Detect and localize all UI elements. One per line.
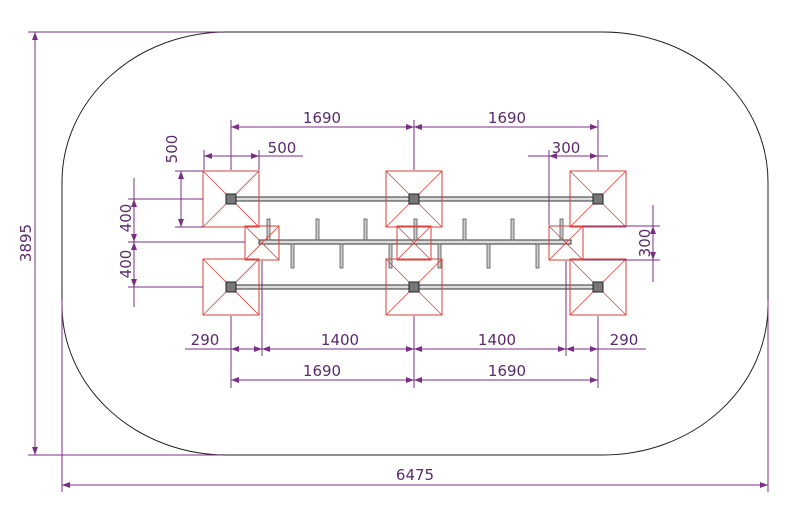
post-icon (225, 281, 237, 293)
dim-bottom-1400-right: 1400 (478, 331, 516, 349)
dim-row-400-upper: 400 (117, 204, 135, 233)
dim-row-400-lower: 400 (117, 250, 135, 279)
rungs (266, 218, 564, 269)
dimension-lines (28, 31, 769, 492)
dim-top-right-1690: 1690 (488, 109, 526, 127)
dim-bottom-1690-right: 1690 (488, 362, 526, 380)
footings (202, 170, 627, 316)
dim-overall-width: 6475 (396, 466, 434, 484)
dim-overall-height: 3895 (17, 224, 35, 262)
dim-bottom-290-right: 290 (610, 331, 639, 349)
post-icon (408, 281, 420, 293)
dim-small-footing-300: 300 (552, 139, 581, 157)
post-icon (592, 281, 604, 293)
dim-bottom-1400-left: 1400 (321, 331, 359, 349)
post-icon (592, 193, 604, 205)
post-icon (408, 193, 420, 205)
footing-large (569, 170, 627, 228)
dim-footing-500-vertical: 500 (163, 135, 181, 164)
dim-footing-500: 500 (268, 139, 297, 157)
safety-zone-outline (61, 31, 769, 456)
footing-large (385, 170, 443, 228)
dim-bottom-1690-left: 1690 (303, 362, 341, 380)
dim-bottom-290-left: 290 (191, 331, 220, 349)
dim-top-left-1690: 1690 (303, 109, 341, 127)
post-icon (225, 193, 237, 205)
dim-small-footing-300-vertical: 300 (636, 229, 654, 258)
footing-small (396, 225, 432, 261)
footing-large (385, 258, 443, 316)
footing-large (569, 258, 627, 316)
footing-small (548, 225, 584, 261)
footing-small (244, 225, 280, 261)
